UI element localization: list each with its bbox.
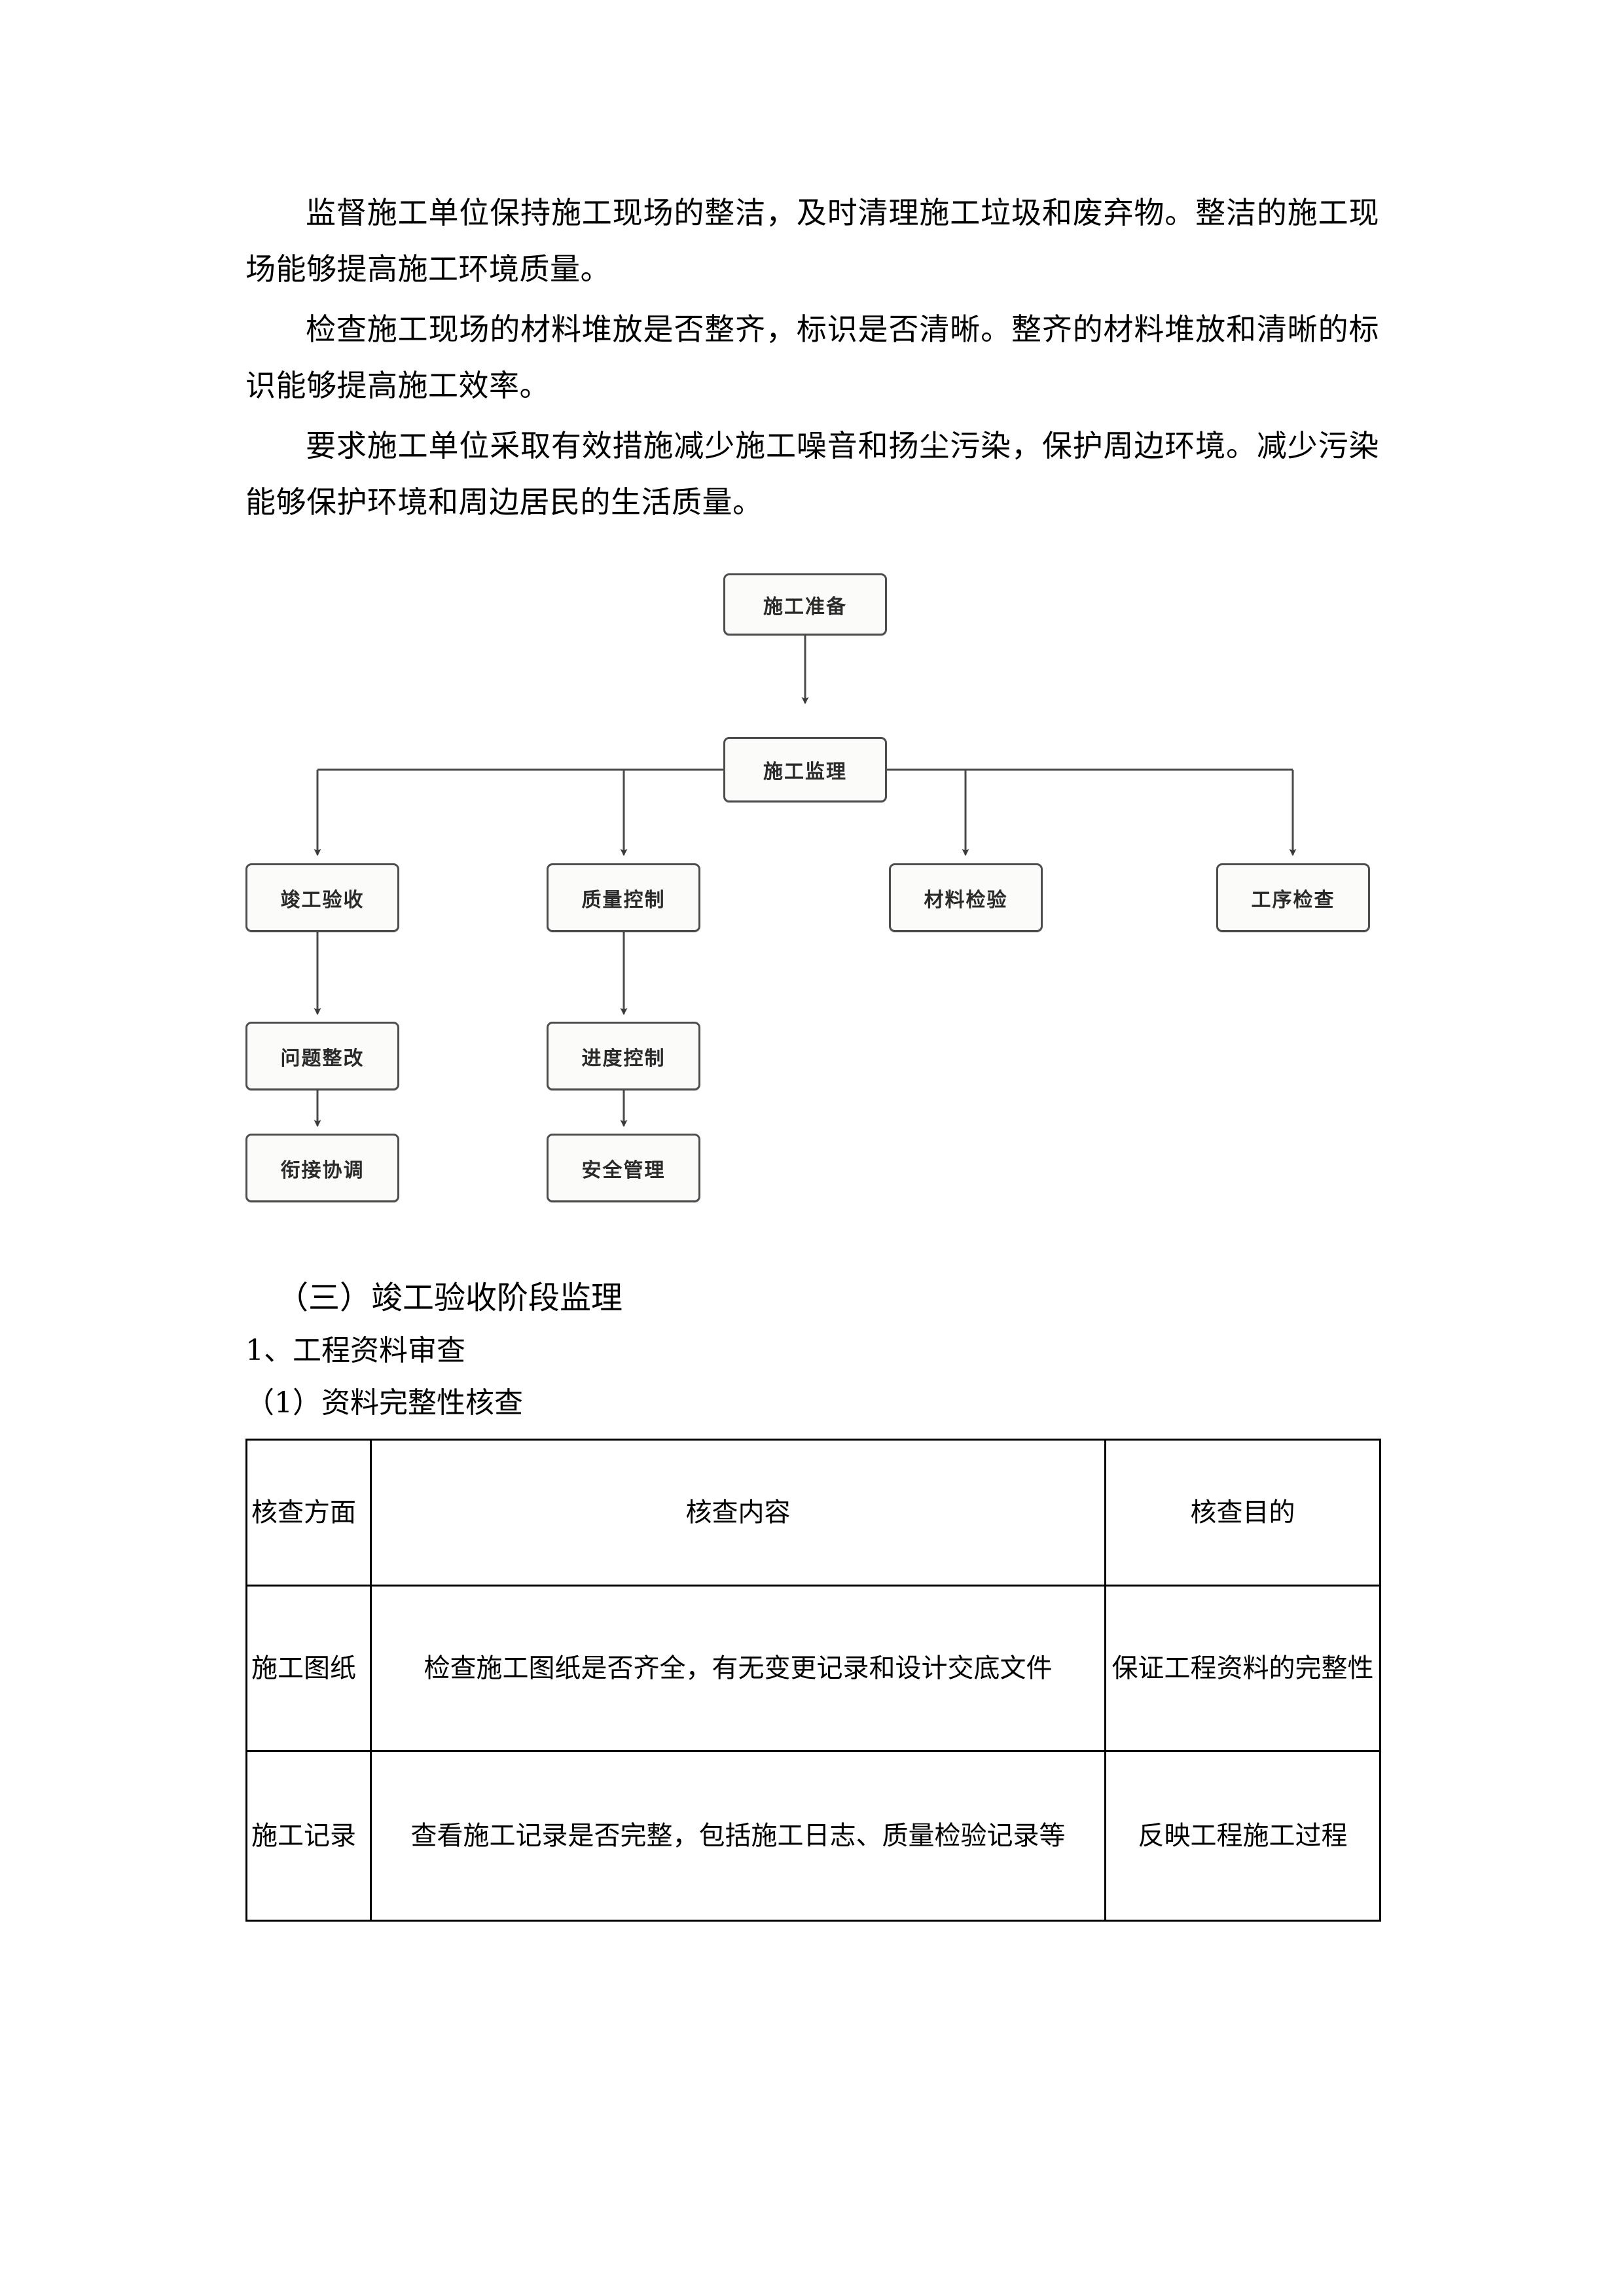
- flow-node-label: 安全管理: [581, 1158, 666, 1182]
- table-row: 施工记录 查看施工记录是否完整，包括施工日志、质量检验记录等 反映工程施工过程: [245, 1750, 1381, 1922]
- flow-node-schedule-control[interactable]: 进度控制: [547, 1022, 700, 1090]
- item-heading: （1）资料完整性核查: [245, 1386, 523, 1420]
- flow-node-interface-coordination[interactable]: 衔接协调: [245, 1134, 399, 1202]
- flow-node-label: 施工准备: [763, 595, 847, 619]
- supervision-flowchart: 施工准备 施工监理 竣工验收 质量控制 材料检验 工序检查 问题整改 进度控制: [245, 559, 1379, 1259]
- section-heading: （三）竣工验收阶段监理: [277, 1280, 623, 1316]
- cell-aspect: 施工图纸: [245, 1585, 372, 1752]
- data-completeness-check-table: 核查方面 核查内容 核查目的 施工图纸 检查施工图纸是否齐全，有无变更记录和设计…: [245, 1439, 1381, 1922]
- table-row: 施工图纸 检查施工图纸是否齐全，有无变更记录和设计交底文件 保证工程资料的完整性: [245, 1585, 1381, 1752]
- paragraph-material-stacking: 检查施工现场的材料堆放是否整齐，标识是否清晰。整齐的材料堆放和清晰的标识能够提高…: [245, 312, 1379, 403]
- cell-purpose: 反映工程施工过程: [1104, 1750, 1381, 1922]
- flow-node-construction-supervision[interactable]: 施工监理: [723, 737, 887, 802]
- cell-content: 检查施工图纸是否齐全，有无变更记录和设计交底文件: [370, 1585, 1106, 1752]
- subsection-heading: 1、工程资料审查: [245, 1334, 465, 1367]
- flow-node-safety-management[interactable]: 安全管理: [547, 1134, 700, 1202]
- cell-purpose: 保证工程资料的完整性: [1104, 1585, 1381, 1752]
- flowchart-connectors: [314, 636, 1297, 1127]
- cell-aspect: 施工记录: [245, 1750, 372, 1922]
- flow-node-quality-control[interactable]: 质量控制: [547, 863, 700, 932]
- flow-node-problem-rectification[interactable]: 问题整改: [245, 1022, 399, 1090]
- flow-node-label: 质量控制: [581, 888, 666, 912]
- flow-node-material-inspection[interactable]: 材料检验: [889, 863, 1043, 932]
- flow-node-label: 施工监理: [763, 761, 847, 783]
- column-header-content: 核查内容: [370, 1439, 1106, 1587]
- flow-node-label: 进度控制: [581, 1047, 666, 1070]
- flow-node-completion-acceptance[interactable]: 竣工验收: [245, 863, 399, 932]
- column-header-purpose: 核查目的: [1104, 1439, 1381, 1587]
- page-content: 监督施工单位保持施工现场的整洁，及时清理施工垃圾和废弃物。整洁的施工现场能够提高…: [245, 185, 1381, 1922]
- flow-node-construction-preparation[interactable]: 施工准备: [723, 573, 887, 636]
- column-header-aspect: 核查方面: [245, 1439, 372, 1587]
- flow-node-label: 问题整改: [280, 1047, 365, 1070]
- cell-content: 查看施工记录是否完整，包括施工日志、质量检验记录等: [370, 1750, 1106, 1922]
- flow-node-process-check[interactable]: 工序检查: [1216, 863, 1370, 932]
- flow-node-label: 工序检查: [1251, 888, 1335, 912]
- flow-node-label: 衔接协调: [280, 1158, 365, 1182]
- table-header-row: 核查方面 核查内容 核查目的: [245, 1439, 1381, 1587]
- flow-node-label: 材料检验: [924, 888, 1008, 912]
- flow-node-label: 竣工验收: [280, 888, 365, 912]
- paragraph-site-cleanliness: 监督施工单位保持施工现场的整洁，及时清理施工垃圾和废弃物。整洁的施工现场能够提高…: [245, 195, 1379, 287]
- paragraph-noise-dust-control: 要求施工单位采取有效措施减少施工噪音和扬尘污染，保护周边环境。减少污染能够保护环…: [245, 428, 1379, 520]
